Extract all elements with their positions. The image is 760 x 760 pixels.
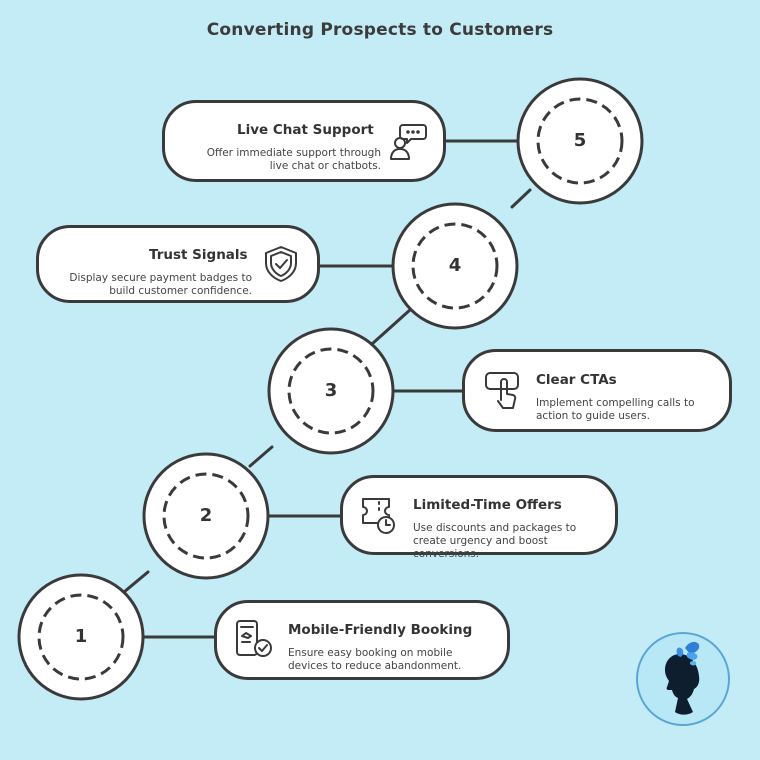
step-number-1: 1: [74, 626, 88, 647]
step-description-1: Ensure easy booking on mobile devices to…: [288, 647, 462, 672]
butterfly-silhouette-logo: [636, 632, 730, 726]
step-title-2: Limited-Time Offers: [413, 497, 562, 513]
step-number-4: 4: [448, 255, 462, 276]
step-circle-4: [391, 202, 519, 330]
step-number-2: 2: [199, 505, 213, 526]
step-circle-5: [516, 77, 644, 205]
step-card-2: Limited-Time Offers Use discounts and pa…: [340, 475, 618, 560]
step-title-4: Trust Signals: [149, 247, 248, 263]
connector-4-5: [510, 188, 532, 209]
ticket-clock-icon: [362, 498, 395, 534]
step-number-3: 3: [324, 380, 338, 401]
step-number-5: 5: [573, 130, 587, 151]
step-description-3: Implement compelling calls to action to …: [536, 397, 695, 422]
connector-3-4: [370, 307, 413, 346]
mobile-check-icon: [236, 620, 272, 657]
step-title-1: Mobile-Friendly Booking: [288, 622, 473, 638]
step-circle-2: [142, 452, 270, 580]
step-title-5: Live Chat Support: [237, 122, 374, 138]
step-circle-1: [17, 573, 145, 701]
step-circle-3: [267, 327, 395, 455]
connector-1-2: [122, 570, 150, 594]
connector-2-3: [248, 445, 274, 468]
page-title: Converting Prospects to Customers: [206, 20, 554, 40]
step-card-4: Trust Signals Display secure payment bad…: [36, 225, 320, 303]
step-title-3: Clear CTAs: [536, 372, 617, 388]
step-description-5: Offer immediate support through live cha…: [206, 147, 381, 172]
step-card-3: Clear CTAs Implement compelling calls to…: [462, 349, 732, 432]
tap-button-icon: [485, 372, 519, 409]
step-description-2: Use discounts and packages to create urg…: [413, 522, 577, 560]
shield-check-icon: [265, 246, 297, 282]
step-description-4: Display secure payment badges to build c…: [69, 272, 252, 297]
step-card-1: Mobile-Friendly Booking Ensure easy book…: [214, 600, 510, 680]
silhouette-logo-graphic: [665, 641, 700, 715]
chat-person-icon: [390, 124, 427, 160]
step-card-5: Live Chat Support Offer immediate suppor…: [162, 100, 446, 182]
